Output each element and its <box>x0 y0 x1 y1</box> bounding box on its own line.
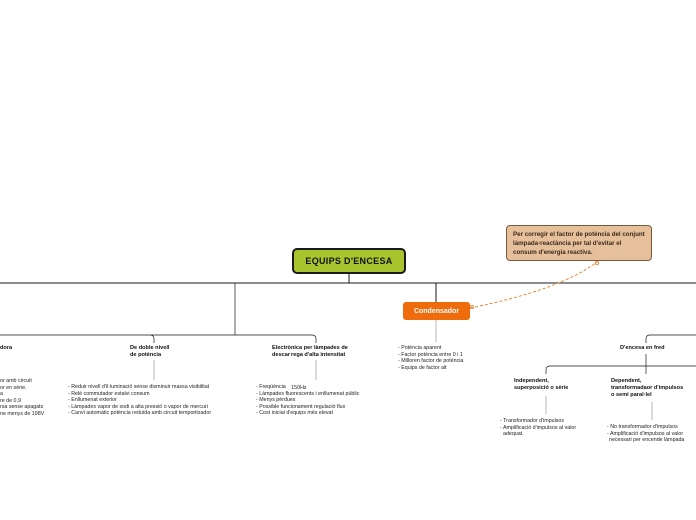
independent-title[interactable]: Independent, superposició o sèrie <box>514 378 568 392</box>
list-item: - Canvi automàtic potència reduïda amb c… <box>68 410 212 417</box>
list-item: - Reduir nivell d'il·luminació sense dis… <box>68 384 210 390</box>
left-partial-title[interactable]: dora <box>0 345 13 351</box>
list-item: - Factor potència entre 0 i 1 <box>398 351 463 358</box>
list-item: a <box>0 391 3 398</box>
root-connector <box>0 274 696 284</box>
note-callout[interactable]: Per corregir el factor de potència del c… <box>506 225 652 261</box>
list-item: ne menys de 198V <box>0 410 45 417</box>
list-item: - Menys pèrdues <box>256 397 296 404</box>
note-relation-end <box>595 261 599 265</box>
list-item: - Milloren factor de potència <box>398 358 464 365</box>
list-item: or amb circuit <box>0 378 32 384</box>
title-line: Dependent, <box>611 378 642 384</box>
title-fragment: rega d'alta intensitat <box>291 352 346 358</box>
list-item: or en sèrie. <box>0 384 27 391</box>
list-item: - Làmpades vapor de sodi a alta pressió … <box>68 403 208 410</box>
title-line: descarrega d'alta intensitat <box>272 352 348 359</box>
note-relation-start <box>470 305 474 309</box>
electronica-title[interactable]: Electrònica per làmpades de descarrega d… <box>272 345 348 359</box>
title-line: De doble nivell <box>130 345 170 351</box>
list-item: adequat. <box>503 431 524 438</box>
list-item: - Equips de factor alt <box>398 364 447 371</box>
root-node[interactable]: EQUIPS D'ENCESA <box>292 248 406 274</box>
list-item: re de 0,9 <box>0 397 21 404</box>
title-line: superposició o sèrie <box>514 385 569 391</box>
list-item: - Potència aparent <box>398 345 442 351</box>
list-item: - Làmpades fluorescents i enllumenat púb… <box>256 390 360 397</box>
left-partial-items: or amb circuit or en sèrie. a re de 0,9 … <box>0 378 44 418</box>
list-item: - Freqüència 150Hz <box>256 384 359 391</box>
list-item: - Possible funcionament regulació flux <box>256 403 346 410</box>
list-item: - Enllumenat exterior <box>68 397 117 404</box>
list-item: rsa sense apagats <box>0 404 44 411</box>
condensador-items: - Potència aparent - Factor potència ent… <box>398 345 463 371</box>
list-item: - Relé commutador estalvi consum <box>68 390 150 397</box>
title-line: Independent, <box>514 378 549 384</box>
title-line: transformadaor d'impulsos <box>611 385 684 391</box>
list-item: - Cost inicial d'equips més elevat <box>256 410 333 417</box>
electronica-items: - Freqüència 150Hz - Làmpades fluorescen… <box>256 384 359 417</box>
title-line: de potència <box>130 352 162 358</box>
title-fragment: descar <box>272 352 291 358</box>
list-item: necessari per encende làmpada <box>609 437 685 444</box>
encesa-fred-title[interactable]: D'encesa en fred <box>620 345 665 351</box>
right-group-connector <box>645 334 696 343</box>
encesa-fred-connector <box>545 354 696 374</box>
dependent-items: - No transformador d'impulsos - Amplific… <box>607 424 684 444</box>
dependent-title[interactable]: Dependent, transformadaor d'impulsos o s… <box>611 378 683 399</box>
title-line: o semi paral·lel <box>611 392 652 398</box>
doble-nivell-items: - Reduir nivell d'il·luminació sense dis… <box>68 384 211 417</box>
frequency-value: 150Hz <box>291 385 307 391</box>
left-group-connector <box>0 283 317 343</box>
list-item: - Amplificació d'impulsos al valor <box>500 424 577 431</box>
list-item-text: - Freqüència <box>256 384 286 390</box>
list-item: - Amplificació d'impulsos al valor <box>607 430 684 437</box>
condensador-node[interactable]: Condensador <box>403 302 470 320</box>
title-line: Electrònica per làmpades de <box>272 345 348 351</box>
list-item: - Transformador d'impulsos <box>500 418 565 424</box>
note-relation-link <box>469 261 598 309</box>
list-item: - No transformador d'impulsos <box>607 424 678 430</box>
doble-nivell-title[interactable]: De doble nivell de potència <box>130 345 169 359</box>
independent-items: - Transformador d'impulsos - Amplificaci… <box>500 418 576 438</box>
